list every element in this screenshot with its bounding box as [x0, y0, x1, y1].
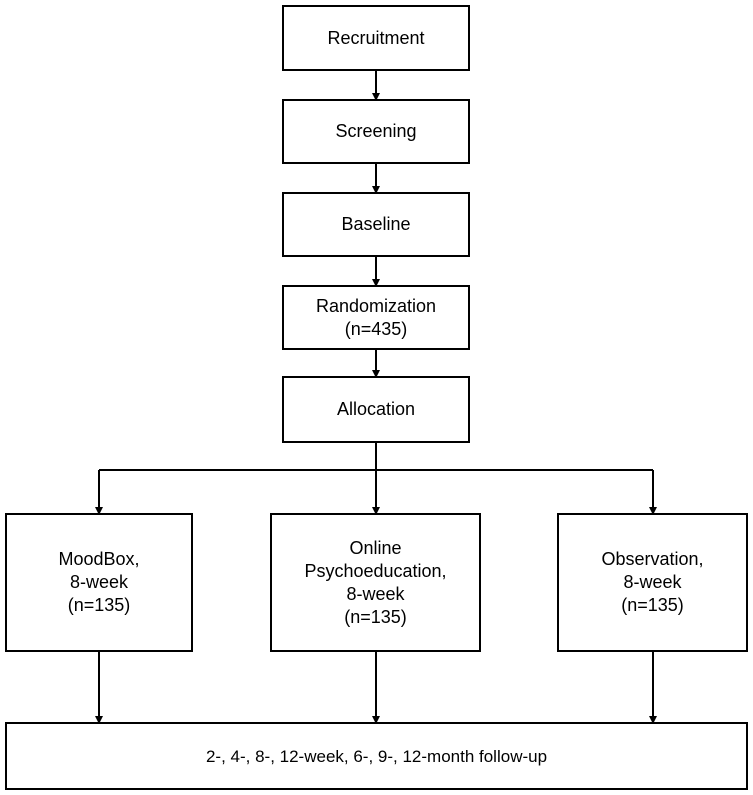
randomization-box: Randomization (n=435) — [282, 285, 470, 350]
psychoeducation-arm-box: Online Psychoeducation, 8-week (n=135) — [270, 513, 481, 652]
randomization-count: (n=435) — [344, 318, 408, 339]
psychoeducation-arm-duration: 8-week — [346, 583, 405, 604]
moodbox-arm-count: (n=135) — [67, 595, 131, 615]
psychoeducation-arm-count: (n=135) — [344, 606, 407, 627]
observation-arm-name: Observation, — [601, 549, 704, 569]
baseline-label: Baseline — [341, 214, 411, 234]
baseline-box: Baseline — [282, 192, 470, 257]
observation-arm-count: (n=135) — [621, 595, 684, 615]
allocation-label: Allocation — [336, 399, 416, 419]
followup-label: 2-, 4-, 8-, 12-week, 6-, 9-, 12-month fo… — [205, 746, 548, 766]
followup-box: 2-, 4-, 8-, 12-week, 6-, 9-, 12-month fo… — [5, 722, 748, 790]
moodbox-arm-box: MoodBox, 8-week (n=135) — [5, 513, 193, 652]
psychoeducation-arm-name-line1: Online — [349, 537, 402, 558]
observation-arm-box: Observation, 8-week (n=135) — [557, 513, 748, 652]
moodbox-arm-name: MoodBox, — [58, 549, 140, 569]
screening-box: Screening — [282, 99, 470, 164]
allocation-box: Allocation — [282, 376, 470, 443]
recruitment-label: Recruitment — [327, 27, 425, 48]
psychoeducation-arm-name-line2: Psychoeducation, — [304, 560, 447, 581]
screening-label: Screening — [335, 121, 417, 141]
observation-arm-duration: 8-week — [623, 572, 682, 592]
randomization-label: Randomization — [315, 295, 437, 316]
moodbox-arm-duration: 8-week — [69, 572, 128, 592]
recruitment-box: Recruitment — [282, 5, 470, 71]
